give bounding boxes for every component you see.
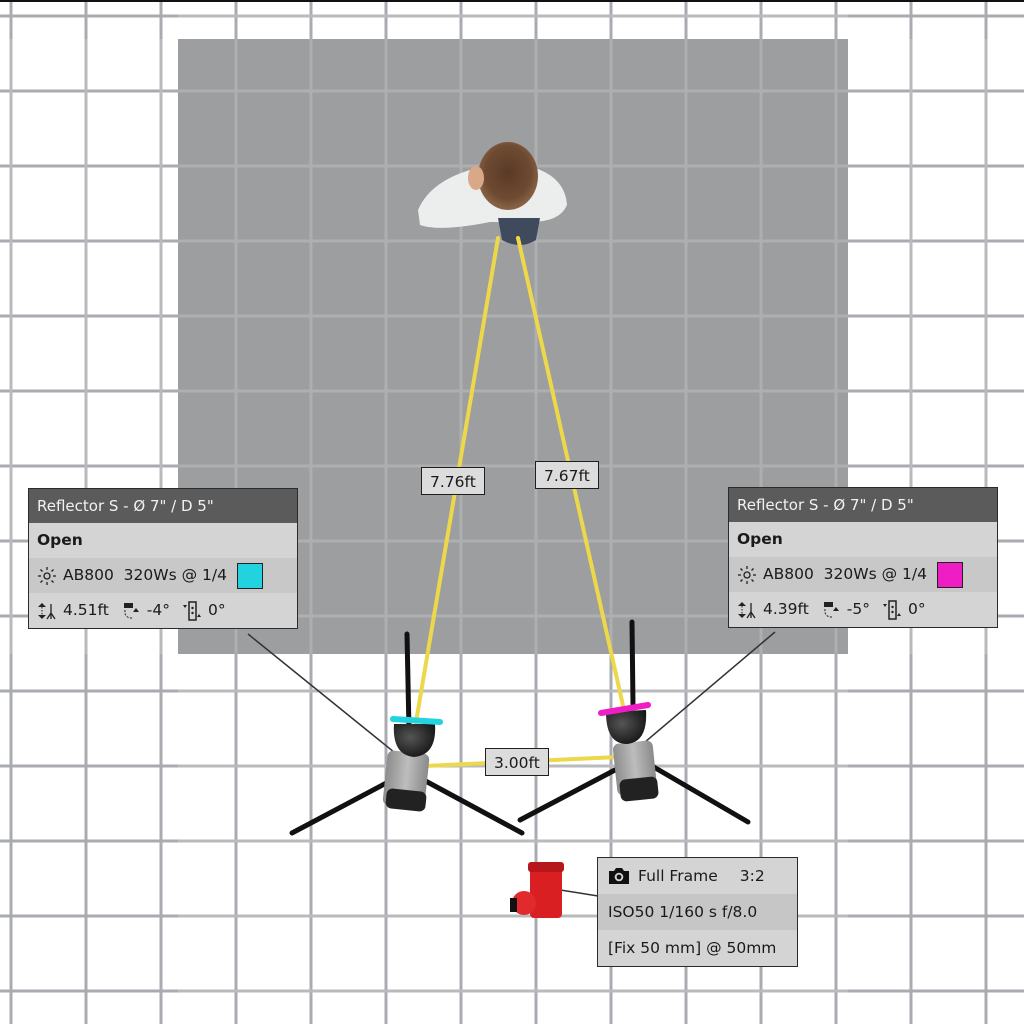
light-info-panel-right[interactable]: Reflector S - Ø 7" / D 5" Open AB800 320…	[728, 487, 998, 628]
height-icon	[38, 602, 56, 619]
modifier-state: Open	[737, 530, 783, 548]
tilt-value: -4°	[146, 601, 170, 619]
distance-label-light-to-light: 3.00ft	[485, 748, 549, 776]
light-title: Reflector S - Ø 7" / D 5"	[29, 489, 297, 523]
light-title: Reflector S - Ø 7" / D 5"	[729, 488, 997, 522]
power-value: AB800 320Ws @ 1/4	[763, 565, 927, 583]
sensor-row: Full Frame 3:2	[598, 858, 797, 894]
camera[interactable]	[510, 862, 564, 918]
rotation-icon	[883, 599, 901, 620]
flash-sun-icon	[738, 565, 756, 584]
flash-sun-icon	[38, 566, 56, 585]
modifier-state: Open	[37, 531, 83, 549]
power-value: AB800 320Ws @ 1/4	[63, 566, 227, 584]
height-value: 4.39ft	[763, 600, 809, 618]
position-row: 4.51ft -4° 0°	[29, 593, 297, 628]
modifier-right	[598, 702, 651, 716]
position-row: 4.39ft -5° 0°	[729, 592, 997, 627]
modifier-left	[390, 716, 443, 725]
aspect-value: 3:2	[739, 867, 765, 885]
tilt-value: -5°	[846, 600, 870, 618]
power-row: AB800 320Ws @ 1/4	[729, 557, 997, 592]
light-stand-left[interactable]	[289, 631, 525, 836]
height-value: 4.51ft	[63, 601, 109, 619]
lens-value: [Fix 50 mm] @ 50mm	[608, 939, 777, 957]
color-tag-swatch[interactable]	[936, 561, 963, 588]
leader-left	[247, 633, 411, 766]
rotation-value: 0°	[908, 600, 926, 618]
rotation-value: 0°	[208, 601, 226, 619]
tilt-icon	[123, 602, 139, 618]
sensor-value: Full Frame	[638, 867, 718, 885]
camera-info-panel[interactable]: Full Frame 3:2 ISO50 1/160 s f/8.0 [Fix …	[597, 857, 798, 967]
distance-label-left-subject: 7.76ft	[421, 467, 485, 495]
exposure-value: ISO50 1/160 s f/8.0	[598, 894, 797, 930]
distance-label-right-subject: 7.67ft	[535, 461, 599, 489]
camera-icon	[609, 868, 629, 884]
light-stand-right[interactable]	[517, 619, 751, 825]
tilt-icon	[823, 601, 839, 617]
color-tag-swatch[interactable]	[236, 562, 263, 589]
power-row: AB800 320Ws @ 1/4	[29, 558, 297, 593]
subject-model[interactable]	[418, 142, 567, 245]
height-icon	[738, 601, 756, 618]
rotation-icon	[183, 600, 201, 621]
leader-right	[631, 631, 776, 754]
light-info-panel-left[interactable]: Reflector S - Ø 7" / D 5" Open AB800 320…	[28, 488, 298, 629]
